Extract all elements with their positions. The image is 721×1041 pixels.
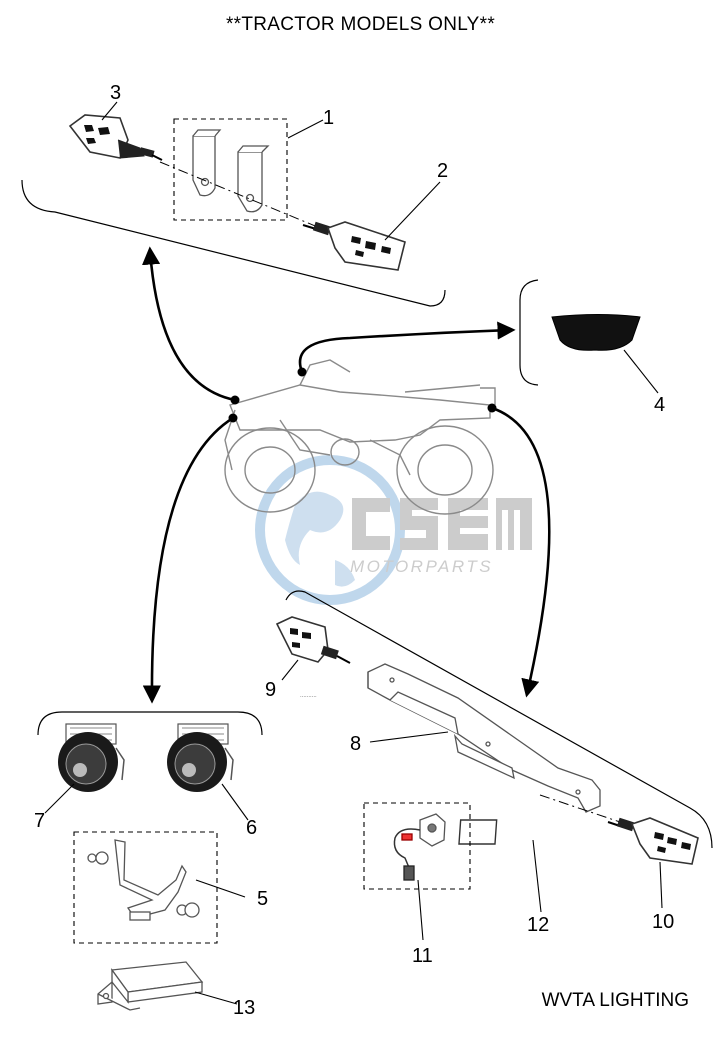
callout-4: 4 — [654, 394, 666, 416]
fog-lamp-right — [167, 723, 234, 792]
plate-light — [393, 813, 446, 881]
callout-7: 7 — [34, 810, 46, 832]
assembly-centerline-rear — [539, 794, 621, 823]
reflector-plate — [458, 819, 498, 845]
callout-6: 6 — [246, 817, 258, 839]
relay-module — [97, 961, 204, 1011]
group-bracket-rear — [285, 590, 713, 849]
diagram-caption: WVTA LIGHTING — [541, 990, 689, 1011]
arrow-to-rear-bar — [491, 406, 551, 698]
fine-print: .......... — [300, 693, 317, 699]
plate-light-box — [363, 802, 471, 890]
group-bracket-top — [21, 179, 446, 307]
leader-lines — [44, 101, 663, 1005]
mounting-brackets — [192, 129, 270, 213]
callout-9: 9 — [265, 679, 277, 701]
indicator-rear-right — [607, 817, 699, 865]
assembly-centerline-top — [159, 161, 326, 231]
watermark-sub: MOTORPARTS — [350, 557, 493, 576]
indicator-front-left — [68, 114, 163, 161]
atv-vehicle — [224, 359, 496, 515]
arrow-to-tail-lamp — [298, 321, 516, 373]
indicator-rear-left — [275, 616, 351, 664]
callout-8: 8 — [350, 733, 362, 755]
arrow-to-front-indicators — [142, 246, 236, 402]
group-bracket-fog — [37, 711, 263, 736]
callout-1: 1 — [323, 107, 335, 129]
callout-3: 3 — [110, 82, 122, 104]
fog-lamp-left — [58, 723, 125, 792]
callout-11: 11 — [412, 945, 433, 967]
page-title: **TRACTOR MODELS ONLY** — [225, 14, 496, 35]
tail-lamp — [551, 314, 641, 351]
indicator-front-right — [302, 221, 406, 271]
watermark: MOTORPARTS — [255, 455, 532, 605]
bracket-box — [173, 118, 288, 221]
callout-13: 13 — [233, 997, 256, 1019]
lamp-mounting-bracket — [87, 839, 200, 921]
lamp-bracket-box — [73, 831, 218, 944]
rear-light-bar — [367, 663, 601, 813]
callout-10: 10 — [652, 911, 675, 933]
callout-5: 5 — [257, 888, 269, 910]
callout-2: 2 — [437, 160, 449, 182]
callout-12: 12 — [527, 914, 550, 936]
group-bracket-tail — [519, 279, 539, 386]
arrow-to-fog-lamps — [142, 416, 234, 704]
